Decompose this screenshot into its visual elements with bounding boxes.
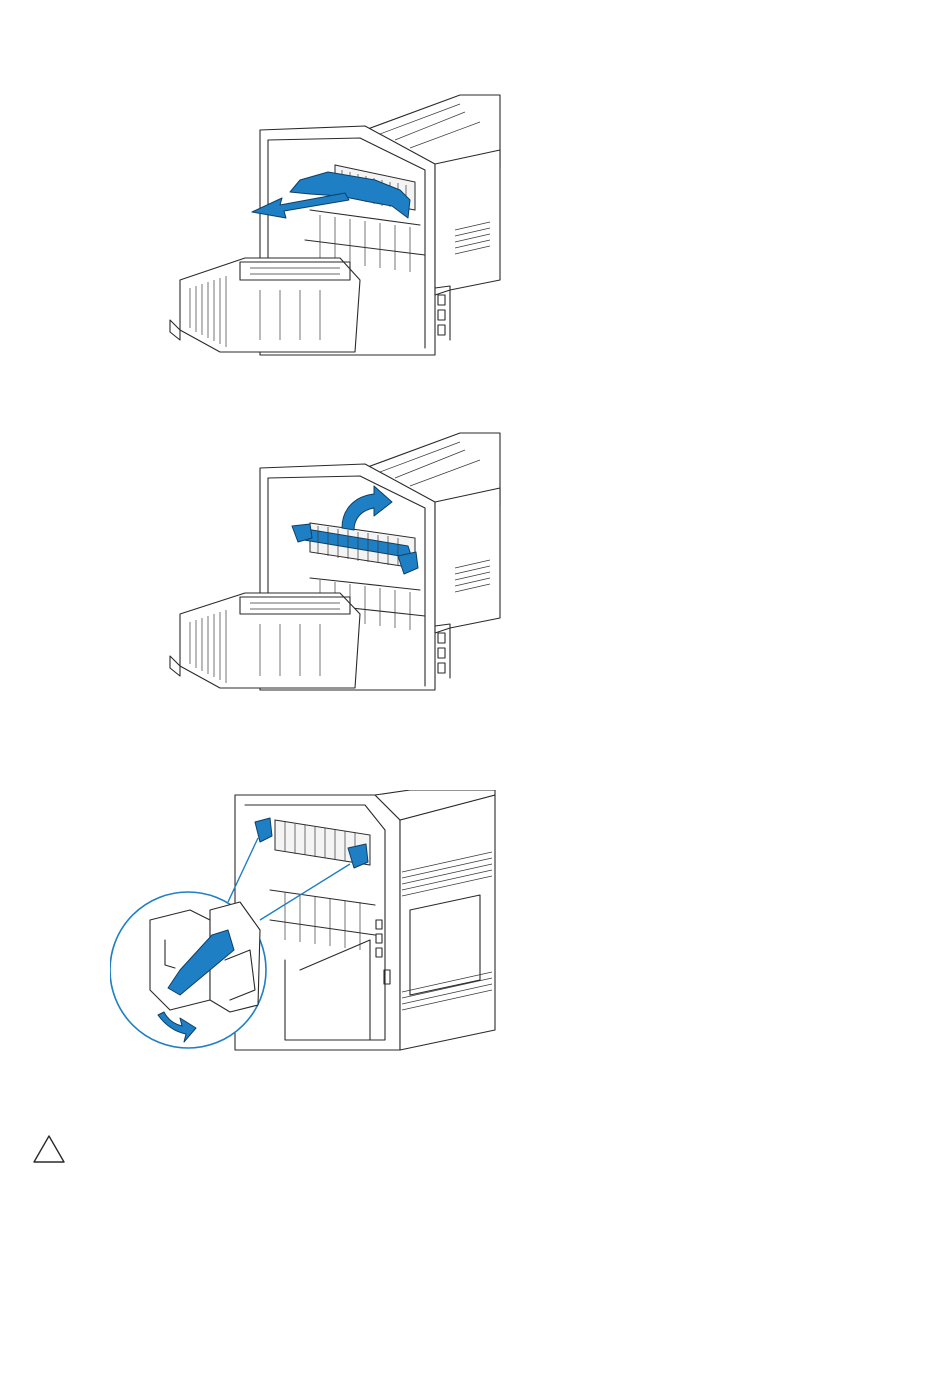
illustration-remove-jammed-paper — [160, 90, 510, 360]
illustration-push-down-lever — [110, 790, 510, 1055]
caution-triangle-icon — [32, 1134, 66, 1164]
detail-zoom-circle — [110, 892, 266, 1048]
illustration-lift-fuser-levers — [160, 428, 510, 696]
